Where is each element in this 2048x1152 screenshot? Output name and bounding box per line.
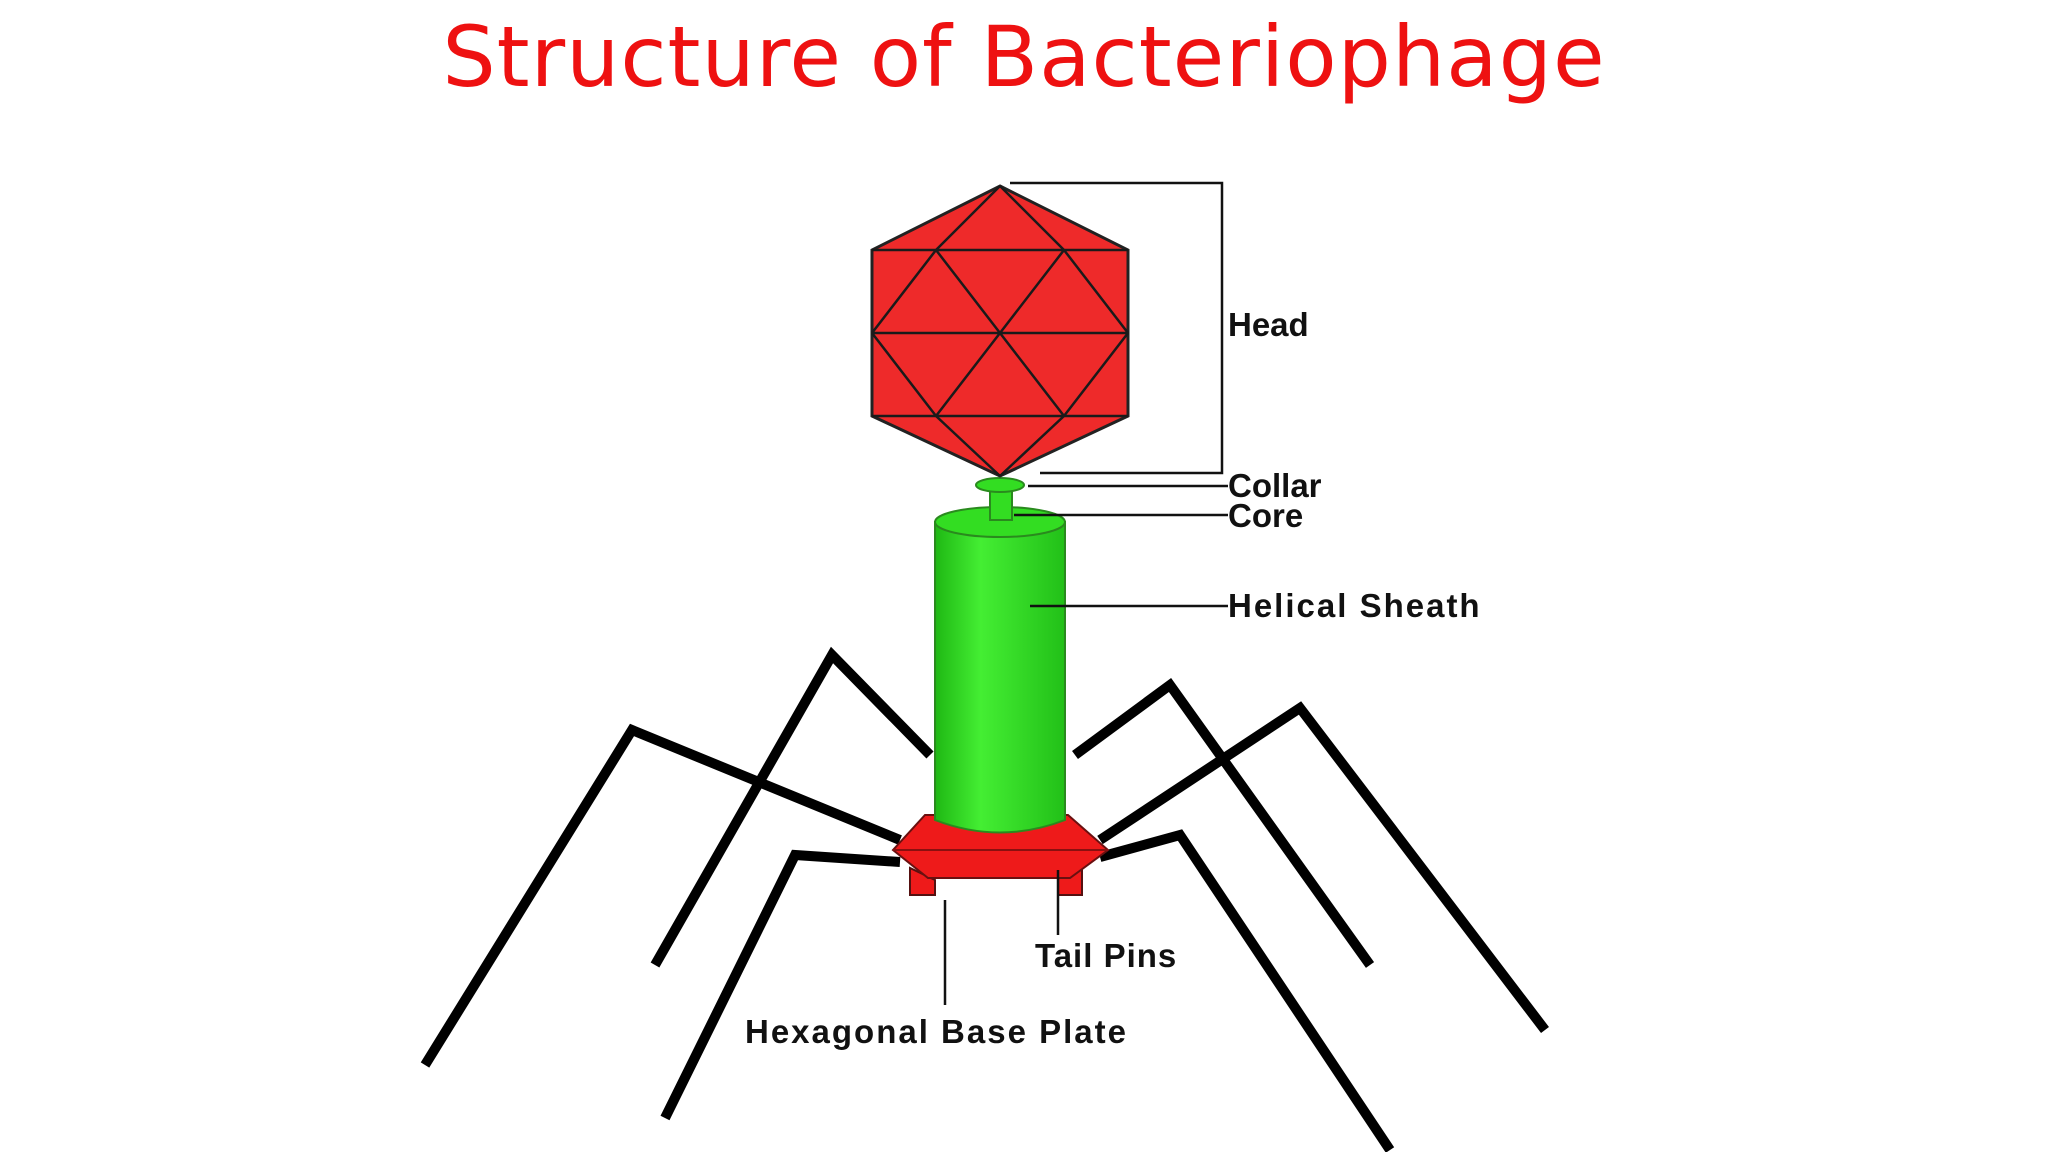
tail-fibers-front xyxy=(420,701,1549,1152)
label-core: Core xyxy=(1228,497,1303,534)
hexagonal-base-plate xyxy=(891,814,1110,896)
tail-fiber xyxy=(420,723,902,1068)
tail-fiber xyxy=(1072,677,1375,968)
label-tail-pins: Tail Pins xyxy=(1035,937,1177,974)
tail-fiber xyxy=(660,849,901,1121)
label-helical-sheath: Helical Sheath xyxy=(1228,587,1482,624)
label-base-plate: Hexagonal Base Plate xyxy=(745,1013,1128,1050)
leader-lines xyxy=(943,181,1228,1005)
core-collar xyxy=(975,477,1025,521)
tail-fiber xyxy=(650,646,934,968)
collar xyxy=(975,477,1025,493)
head-bracket xyxy=(1010,181,1224,475)
tail-fiber xyxy=(1097,701,1549,1034)
tail-fiber xyxy=(1098,829,1395,1152)
tail-fibers-back xyxy=(650,646,1375,968)
page-title: Structure of Bacteriophage xyxy=(442,8,1606,106)
helical-sheath xyxy=(934,506,1066,834)
label-head: Head xyxy=(1228,306,1309,343)
head xyxy=(870,184,1130,478)
label-collar: Collar xyxy=(1228,467,1322,504)
